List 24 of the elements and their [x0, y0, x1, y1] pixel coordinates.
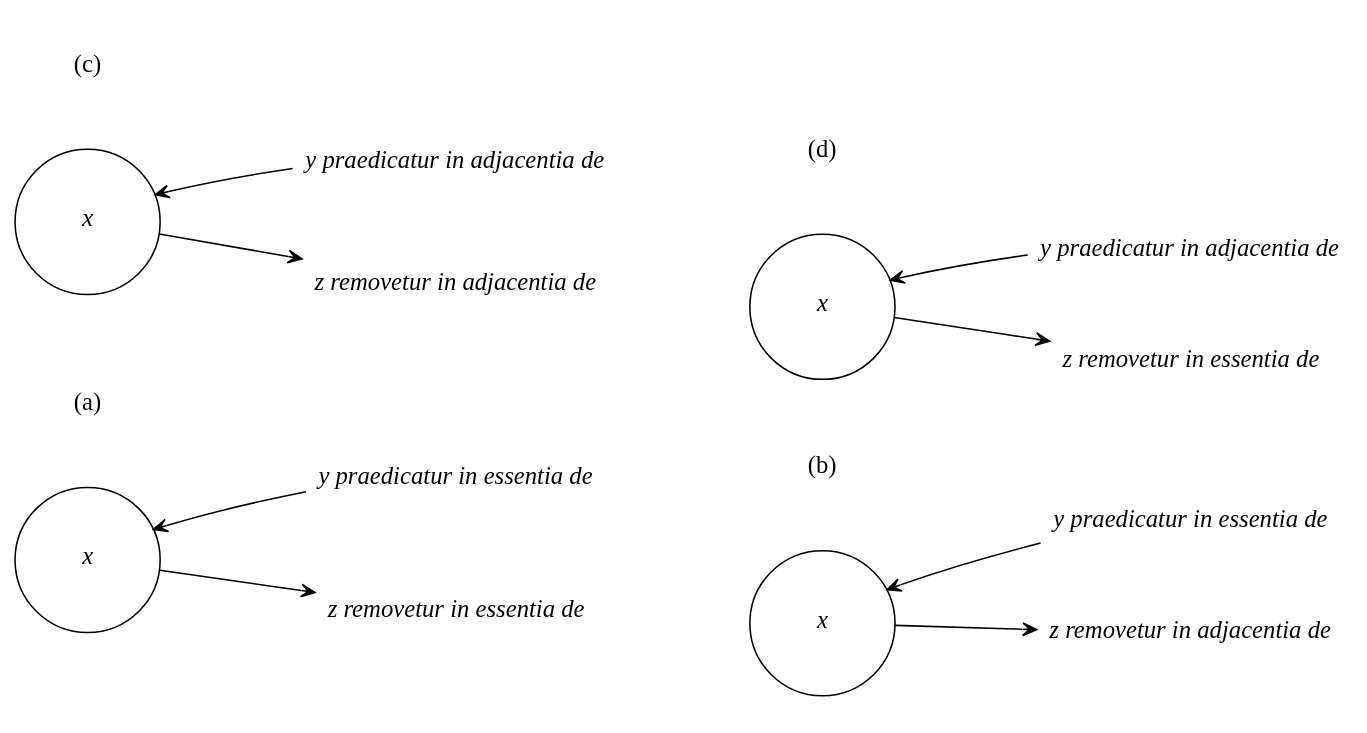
node-circle: x — [749, 549, 896, 697]
arrow — [159, 568, 316, 597]
arrow — [152, 490, 307, 532]
node-circle: x — [14, 486, 161, 633]
label: (c) — [73, 49, 102, 77]
arrow — [886, 541, 1042, 592]
arrow — [158, 232, 303, 263]
node-text: z removetur in essentia de — [327, 594, 585, 622]
node-text: y praedicatur in essentia de — [1053, 504, 1328, 532]
label: (a) — [73, 387, 102, 415]
node-text: z removetur in adjacentia de — [314, 267, 597, 294]
node-text: y praedicatur in adjacentia de — [1040, 233, 1340, 261]
node-text: y praedicatur in adjacentia de — [305, 145, 605, 173]
arrow — [154, 167, 294, 198]
label: (d) — [807, 134, 837, 162]
node-circle: x — [749, 232, 896, 380]
arrow — [889, 253, 1029, 284]
node-circle: x — [14, 148, 161, 295]
node-text: z removetur in essentia de — [1062, 344, 1320, 372]
arrow — [893, 316, 1051, 346]
arrow — [894, 621, 1038, 636]
node-text: z removetur in adjacentia de — [1049, 615, 1331, 643]
node-text: y praedicatur in essentia de — [318, 461, 593, 489]
label: (b) — [807, 450, 837, 478]
